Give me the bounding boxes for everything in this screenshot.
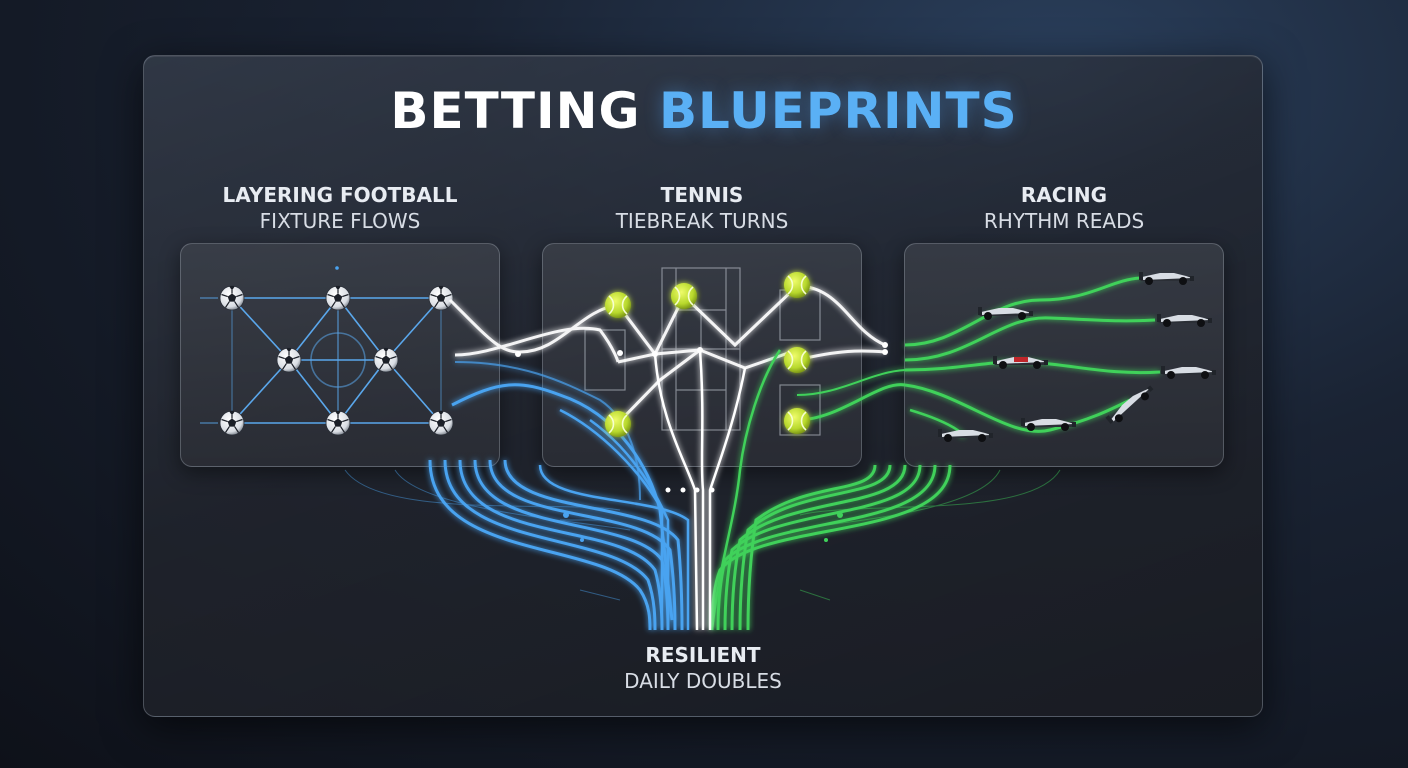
center-core bbox=[653, 349, 747, 631]
blue-flows bbox=[428, 361, 690, 631]
race-cars bbox=[938, 272, 1216, 442]
tennis-section-label: TENNIS TIEBREAK TURNS bbox=[542, 182, 862, 234]
tennis-ball-icon bbox=[604, 410, 632, 438]
soccer-ball-icon bbox=[373, 347, 399, 373]
page-title: BETTING BLUEPRINTS bbox=[0, 82, 1408, 140]
green-flows bbox=[710, 276, 1161, 631]
soccer-ball-icon bbox=[325, 410, 351, 436]
soccer-ball-icon bbox=[219, 285, 245, 311]
output-label-line2: DAILY DOUBLES bbox=[624, 669, 782, 693]
tennis-ball-icon bbox=[783, 346, 811, 374]
tennis-ball-icon bbox=[783, 271, 811, 299]
output-label-line1: RESILIENT bbox=[645, 643, 761, 667]
soccer-ball-icon bbox=[428, 410, 454, 436]
football-label-line2: FIXTURE FLOWS bbox=[259, 209, 421, 233]
title-accent: BLUEPRINTS bbox=[658, 82, 1018, 140]
race-car-icon bbox=[1139, 272, 1194, 285]
soccer-ball-icon bbox=[325, 285, 351, 311]
soccer-ball-icon bbox=[219, 410, 245, 436]
output-label: RESILIENT DAILY DOUBLES bbox=[543, 642, 863, 694]
racing-label-line1: RACING bbox=[1020, 183, 1108, 207]
racing-section-label: RACING RHYTHM READS bbox=[904, 182, 1224, 234]
football-section-label: LAYERING FOOTBALL FIXTURE FLOWS bbox=[180, 182, 500, 234]
football-network bbox=[200, 297, 442, 424]
racing-label-line2: RHYTHM READS bbox=[983, 209, 1145, 233]
race-car-icon bbox=[1157, 314, 1212, 327]
tennis-ball-icon bbox=[783, 407, 811, 435]
race-car-icon bbox=[938, 429, 993, 442]
tennis-label-line1: TENNIS bbox=[660, 183, 744, 207]
race-car-icon bbox=[993, 356, 1048, 369]
race-car-icon bbox=[1161, 366, 1216, 379]
title-main: BETTING bbox=[390, 82, 641, 140]
tennis-ball-icon bbox=[604, 291, 632, 319]
soccer-ball-icon bbox=[276, 347, 302, 373]
football-label-line1: LAYERING FOOTBALL bbox=[222, 183, 458, 207]
tennis-ball-icon bbox=[670, 282, 698, 310]
race-car-icon bbox=[1105, 382, 1156, 428]
soccer-ball-icon bbox=[428, 285, 454, 311]
race-car-icon bbox=[978, 307, 1033, 320]
tennis-label-line2: TIEBREAK TURNS bbox=[615, 209, 789, 233]
